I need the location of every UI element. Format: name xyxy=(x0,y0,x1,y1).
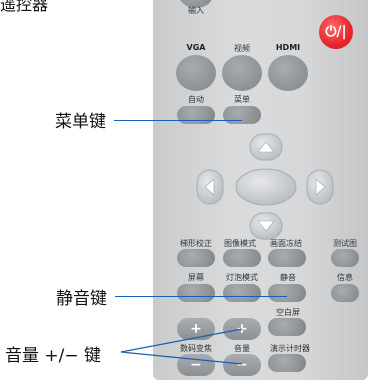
volume-label: 音量 xyxy=(234,344,250,353)
auto-button[interactable] xyxy=(177,106,215,124)
volume-plus-button[interactable]: + xyxy=(223,318,261,340)
video-button[interactable] xyxy=(222,55,262,91)
info-button[interactable] xyxy=(331,284,359,302)
presentation-timer-button[interactable] xyxy=(268,354,306,372)
keystone-button[interactable] xyxy=(177,249,215,267)
right-arrow-icon xyxy=(315,178,326,196)
power-button[interactable]: ⏻/| xyxy=(319,15,353,49)
menu-key-callout: 菜单键 xyxy=(55,112,106,132)
freeze-button[interactable] xyxy=(268,249,306,267)
mute-button[interactable] xyxy=(268,284,306,302)
section-title-fragment: 遥控器 xyxy=(0,0,49,14)
keystone-label: 梯形校正 xyxy=(180,239,212,248)
mute-key-leader xyxy=(115,296,287,298)
volume-minus-button[interactable]: − xyxy=(223,354,261,376)
test-pattern-button[interactable] xyxy=(331,249,359,267)
plus-icon: + xyxy=(236,321,248,337)
ok-button[interactable] xyxy=(235,168,297,206)
lamp-mode-button[interactable] xyxy=(223,284,261,302)
left-button[interactable] xyxy=(196,169,224,205)
minus-icon: − xyxy=(190,357,202,373)
menu-key-leader xyxy=(114,120,242,122)
menu-label: 菜单 xyxy=(234,95,250,104)
down-arrow-icon xyxy=(257,220,275,232)
picture-mode-button[interactable] xyxy=(223,249,261,267)
minus-icon: − xyxy=(236,357,248,373)
vga-button[interactable] xyxy=(176,55,216,91)
test-pattern-label: 测试图 xyxy=(333,239,357,248)
freeze-label: 画面冻结 xyxy=(270,239,302,248)
auto-label: 自动 xyxy=(188,95,204,104)
video-label: 视频 xyxy=(234,44,250,53)
left-arrow-icon xyxy=(204,178,215,196)
blank-label: 空白屏 xyxy=(276,308,300,317)
mute-key-callout: 静音键 xyxy=(56,289,107,309)
lamp-mode-label: 灯泡模式 xyxy=(226,273,258,282)
plus-icon: + xyxy=(190,321,202,337)
mute-label: 静音 xyxy=(280,273,296,282)
right-button[interactable] xyxy=(306,169,334,205)
hdmi-label: HDMI xyxy=(275,43,301,52)
up-arrow-icon xyxy=(257,141,275,153)
screen-label: 屏幕 xyxy=(188,273,204,282)
hdmi-button[interactable] xyxy=(268,55,308,91)
volume-key-callout: 音量 +/− 键 xyxy=(5,346,102,366)
digital-zoom-label: 数码变焦 xyxy=(180,344,212,353)
picture-mode-label: 图像模式 xyxy=(224,239,256,248)
up-button[interactable] xyxy=(249,133,283,161)
presentation-timer-label: 演示计时器 xyxy=(270,344,310,353)
blank-button[interactable] xyxy=(268,318,306,336)
input-button[interactable] xyxy=(179,0,213,8)
screen-button[interactable] xyxy=(177,284,215,302)
menu-button[interactable] xyxy=(223,106,261,124)
info-label: 信息 xyxy=(337,273,353,282)
zoom-minus-button[interactable]: − xyxy=(177,354,215,376)
input-label: 输入 xyxy=(188,6,204,15)
power-icon: ⏻/| xyxy=(325,24,347,40)
vga-label: VGA xyxy=(186,43,206,52)
navigation-pad xyxy=(196,133,334,240)
down-button[interactable] xyxy=(249,212,283,240)
zoom-plus-button[interactable]: + xyxy=(177,318,215,340)
